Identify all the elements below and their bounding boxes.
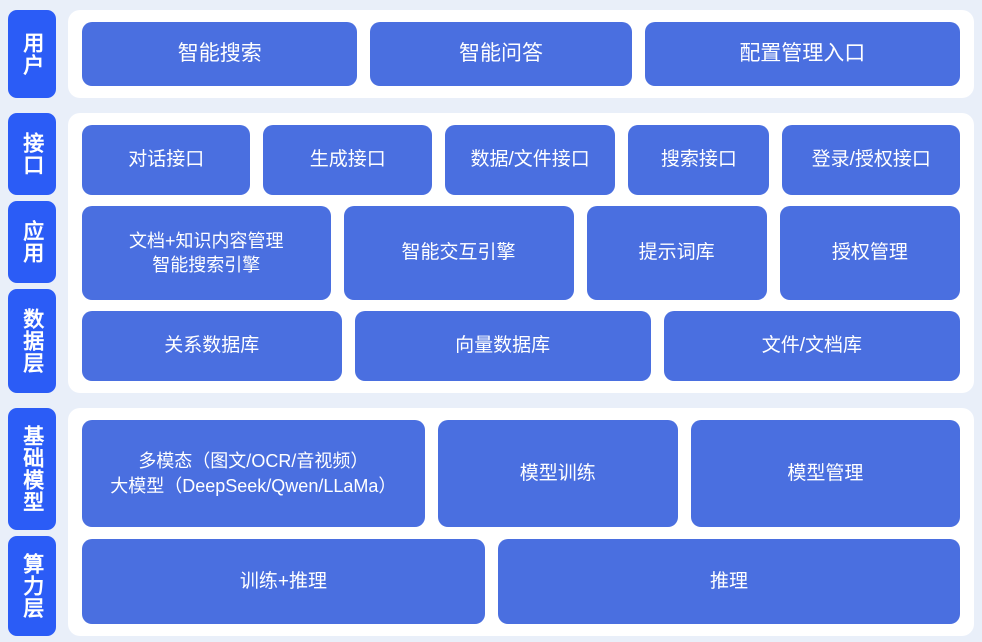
band-user: 用户 智能搜索 智能问答 配置管理入口	[8, 10, 974, 98]
card-model-management[interactable]: 模型管理	[690, 420, 960, 528]
row-user-entries: 智能搜索 智能问答 配置管理入口	[82, 22, 960, 86]
card-data-file-api[interactable]: 数据/文件接口	[444, 125, 616, 196]
band-user-body: 智能搜索 智能问答 配置管理入口	[68, 10, 974, 98]
card-prompt-library[interactable]: 提示词库	[586, 206, 767, 300]
card-doc-knowledge-content-management[interactable]: 文档+知识内容管理 智能搜索引擎	[82, 206, 331, 300]
band-label-data-layer: 数据层	[8, 289, 56, 393]
band-label-user: 用户	[8, 10, 56, 98]
band-user-labels: 用户	[8, 10, 56, 98]
card-config-management-entry[interactable]: 配置管理入口	[644, 22, 960, 86]
card-authorization-management[interactable]: 授权管理	[779, 206, 960, 300]
row-foundation-model: 多模态（图文/OCR/音视频） 大模型（DeepSeek/Qwen/LLaMa）…	[82, 420, 960, 528]
card-inference[interactable]: 推理	[497, 539, 960, 625]
band-label-interface: 接口	[8, 113, 56, 195]
card-smart-qa[interactable]: 智能问答	[370, 22, 632, 86]
card-smart-interaction-engine[interactable]: 智能交互引擎	[343, 206, 574, 300]
card-generation-api[interactable]: 生成接口	[263, 125, 432, 196]
card-dialog-api[interactable]: 对话接口	[82, 125, 251, 196]
row-interface: 对话接口 生成接口 数据/文件接口 搜索接口 登录/授权接口	[82, 125, 960, 196]
band-infra-body: 多模态（图文/OCR/音视频） 大模型（DeepSeek/Qwen/LLaMa）…	[68, 408, 974, 636]
card-file-document-store[interactable]: 文件/文档库	[663, 310, 960, 381]
row-data-layer: 关系数据库 向量数据库 文件/文档库	[82, 310, 960, 381]
row-application: 文档+知识内容管理 智能搜索引擎 智能交互引擎 提示词库 授权管理	[82, 206, 960, 300]
band-label-application: 应用	[8, 201, 56, 283]
card-training-plus-inference[interactable]: 训练+推理	[82, 539, 485, 625]
band-infra: 基础模型 算力层 多模态（图文/OCR/音视频） 大模型（DeepSeek/Qw…	[8, 408, 974, 636]
card-vector-database[interactable]: 向量数据库	[354, 310, 651, 381]
band-infra-labels: 基础模型 算力层	[8, 408, 56, 636]
row-compute-layer: 训练+推理 推理	[82, 539, 960, 625]
band-platform-labels: 接口 应用 数据层	[8, 113, 56, 393]
band-platform: 接口 应用 数据层 对话接口 生成接口 数据/文件接口 搜索接口 登录/授权接口…	[8, 113, 974, 393]
card-multimodal-large-model[interactable]: 多模态（图文/OCR/音视频） 大模型（DeepSeek/Qwen/LLaMa）	[82, 420, 425, 528]
card-smart-search[interactable]: 智能搜索	[82, 22, 358, 86]
band-label-foundation-model: 基础模型	[8, 408, 56, 530]
card-login-auth-api[interactable]: 登录/授权接口	[782, 125, 960, 196]
band-platform-body: 对话接口 生成接口 数据/文件接口 搜索接口 登录/授权接口 文档+知识内容管理…	[68, 113, 974, 393]
band-label-compute-layer: 算力层	[8, 536, 56, 636]
card-relational-database[interactable]: 关系数据库	[82, 310, 342, 381]
card-model-training[interactable]: 模型训练	[437, 420, 678, 528]
card-search-api[interactable]: 搜索接口	[628, 125, 770, 196]
